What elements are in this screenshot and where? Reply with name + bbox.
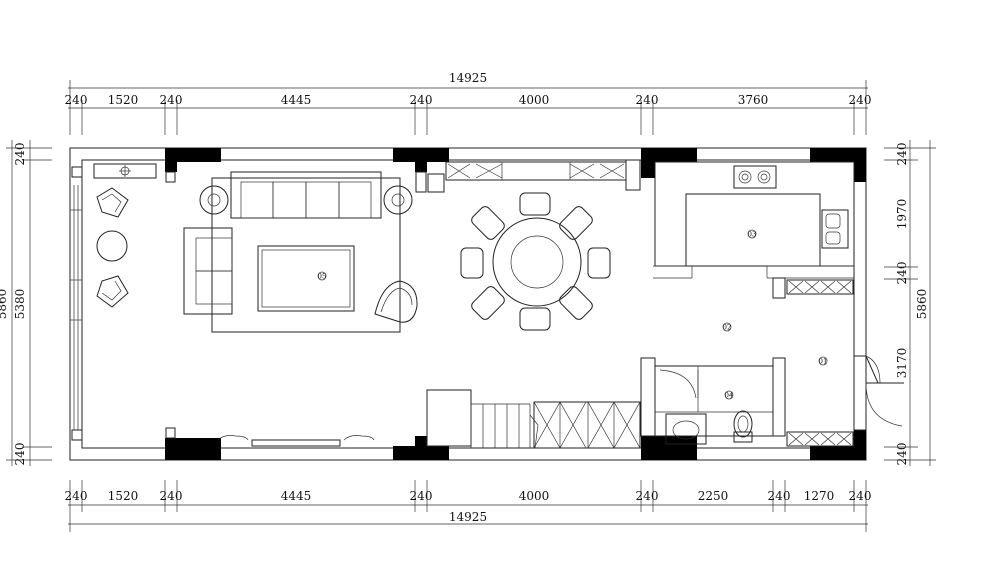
top-dim-7: 240 [636,93,659,107]
living-room: 05 [93,163,418,447]
top-dim-8: 3760 [738,93,769,107]
bottom-dim-5: 240 [410,489,433,503]
room-label-02: 02 [723,324,732,332]
staircase [426,389,641,449]
lamp-table [199,185,229,215]
bottom-dim-6: 4000 [519,489,550,503]
room-label-03: 03 [748,231,757,239]
column [165,148,221,162]
top-dim-4: 4445 [281,93,312,107]
bottom-dim-1: 240 [65,489,88,503]
left-dim-3: 240 [13,443,27,466]
armchair [96,275,129,308]
bottom-dim-11: 240 [849,489,872,503]
armchair [96,187,129,218]
top-dim-2: 1520 [108,93,139,107]
kitchen: 03 [653,161,855,299]
top-dim-9: 240 [849,93,872,107]
column [810,446,866,460]
bottom-dim-10: 1270 [804,489,835,503]
column [854,148,866,182]
sideboard [445,161,627,181]
left-total-dimension: 5860 [0,289,9,320]
right-dimension-chain: 240 1970 240 3170 240 5860 [884,140,936,466]
right-dim-5: 240 [895,443,909,466]
shoe-cabinet [786,279,854,295]
cooktop-icon [733,165,777,189]
left-dim-2: 5380 [13,289,27,320]
right-dim-4: 3170 [895,348,909,379]
left-window [70,185,82,430]
top-dim-3: 240 [160,93,183,107]
left-dim-1: 240 [13,143,27,166]
right-dim-1: 240 [895,143,909,166]
bottom-total-dimension: 14925 [449,510,487,524]
top-total-dimension: 14925 [449,71,487,85]
room-label-01: 01 [819,358,828,366]
top-dim-1: 240 [65,93,88,107]
room-label-04: 04 [725,392,734,400]
top-dimension-chain: 14925 240 1520 240 4445 240 4000 240 376… [65,71,872,135]
shoe-cabinet [786,431,854,447]
bottom-dim-2: 1520 [108,489,139,503]
bottom-dim-7: 240 [636,489,659,503]
dining-chairs [460,192,611,331]
column [415,148,427,172]
room-label-05: 05 [318,273,327,281]
entrance-area: 02 01 [723,279,904,447]
column [415,436,427,460]
column [810,148,866,162]
top-dim-5: 240 [410,93,433,107]
top-dim-6: 4000 [519,93,550,107]
lamp-table [383,185,413,215]
coffee-table [257,245,355,312]
left-dimension-chain: 240 5380 240 5860 [0,140,52,466]
bottom-dim-9: 240 [768,489,791,503]
right-total-dimension: 5860 [915,289,929,320]
bottom-dimension-chain: 240 1520 240 4445 240 4000 240 2250 240 … [65,480,872,532]
bathroom: 04 [640,357,786,445]
bottom-dim-3: 240 [160,489,183,503]
column [165,438,221,460]
exterior-walls [69,147,867,461]
right-dim-2: 1970 [895,199,909,230]
column [165,148,177,172]
bottom-dim-8: 2250 [698,489,729,503]
rug [211,177,401,333]
column [641,436,697,460]
bottom-dim-4: 4445 [281,489,312,503]
lounge-chair [374,280,418,323]
tv-cabinet [93,163,157,179]
dining-table [492,217,582,307]
dining-area [426,159,641,449]
counter [685,193,821,267]
right-dim-3: 240 [895,262,909,285]
side-table [96,230,128,262]
sink-icon [821,209,849,249]
washbasin-icon [665,413,707,445]
column [854,430,866,460]
tv-console [251,439,341,447]
column [641,148,655,178]
